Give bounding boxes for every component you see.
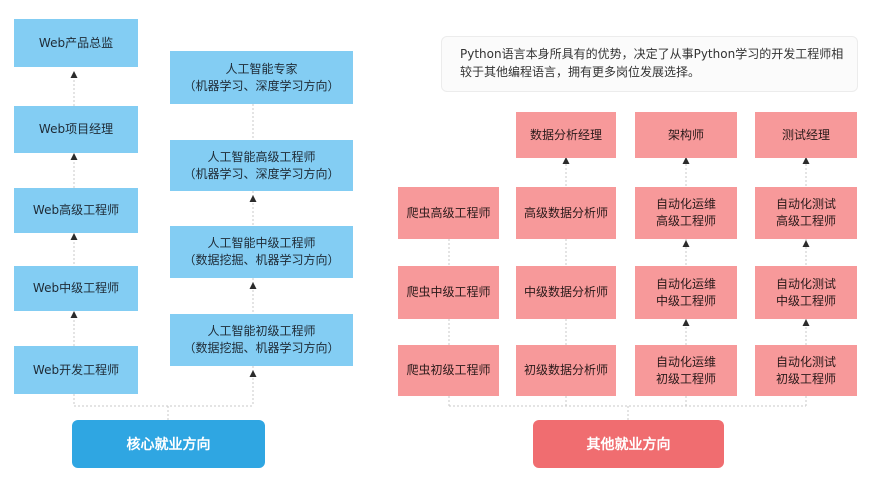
ai-expert: 人工智能专家 （机器学习、深度学习方向） [170, 51, 353, 104]
other-direction-button[interactable]: 其他就业方向 [533, 420, 724, 468]
crawler-mid-engineer: 爬虫中级工程师 [398, 266, 499, 319]
crawler-junior-engineer: 爬虫初级工程师 [398, 345, 499, 396]
ops-automation-mid: 自动化运维 中级工程师 [635, 266, 737, 319]
test-automation-senior: 自动化测试 高级工程师 [755, 187, 857, 239]
web-dev-engineer: Web开发工程师 [14, 346, 138, 394]
junior-data-analyst: 初级数据分析师 [516, 345, 616, 396]
senior-data-analyst: 高级数据分析师 [516, 187, 616, 239]
mid-data-analyst: 中级数据分析师 [516, 266, 616, 319]
test-automation-junior: 自动化测试 初级工程师 [755, 345, 857, 396]
web-mid-engineer: Web中级工程师 [14, 266, 138, 311]
ai-senior-engineer: 人工智能高级工程师 （机器学习、深度学习方向） [170, 140, 353, 191]
web-product-director: Web产品总监 [14, 19, 138, 67]
crawler-senior-engineer: 爬虫高级工程师 [398, 187, 499, 239]
data-analysis-manager: 数据分析经理 [516, 112, 616, 158]
test-manager: 测试经理 [755, 112, 857, 158]
web-senior-engineer: Web高级工程师 [14, 188, 138, 233]
web-project-manager: Web项目经理 [14, 106, 138, 153]
ai-junior-engineer: 人工智能初级工程师 （数据挖掘、机器学习方向） [170, 314, 353, 366]
ai-mid-engineer: 人工智能中级工程师 （数据挖掘、机器学习方向） [170, 226, 353, 278]
python-advantage-note: Python语言本身所具有的优势，决定了从事Python学习的开发工程师相较于其… [441, 36, 858, 92]
ops-automation-junior: 自动化运维 初级工程师 [635, 345, 737, 396]
ops-automation-senior: 自动化运维 高级工程师 [635, 187, 737, 239]
test-automation-mid: 自动化测试 中级工程师 [755, 266, 857, 319]
architect: 架构师 [635, 112, 737, 158]
core-direction-button[interactable]: 核心就业方向 [72, 420, 265, 468]
